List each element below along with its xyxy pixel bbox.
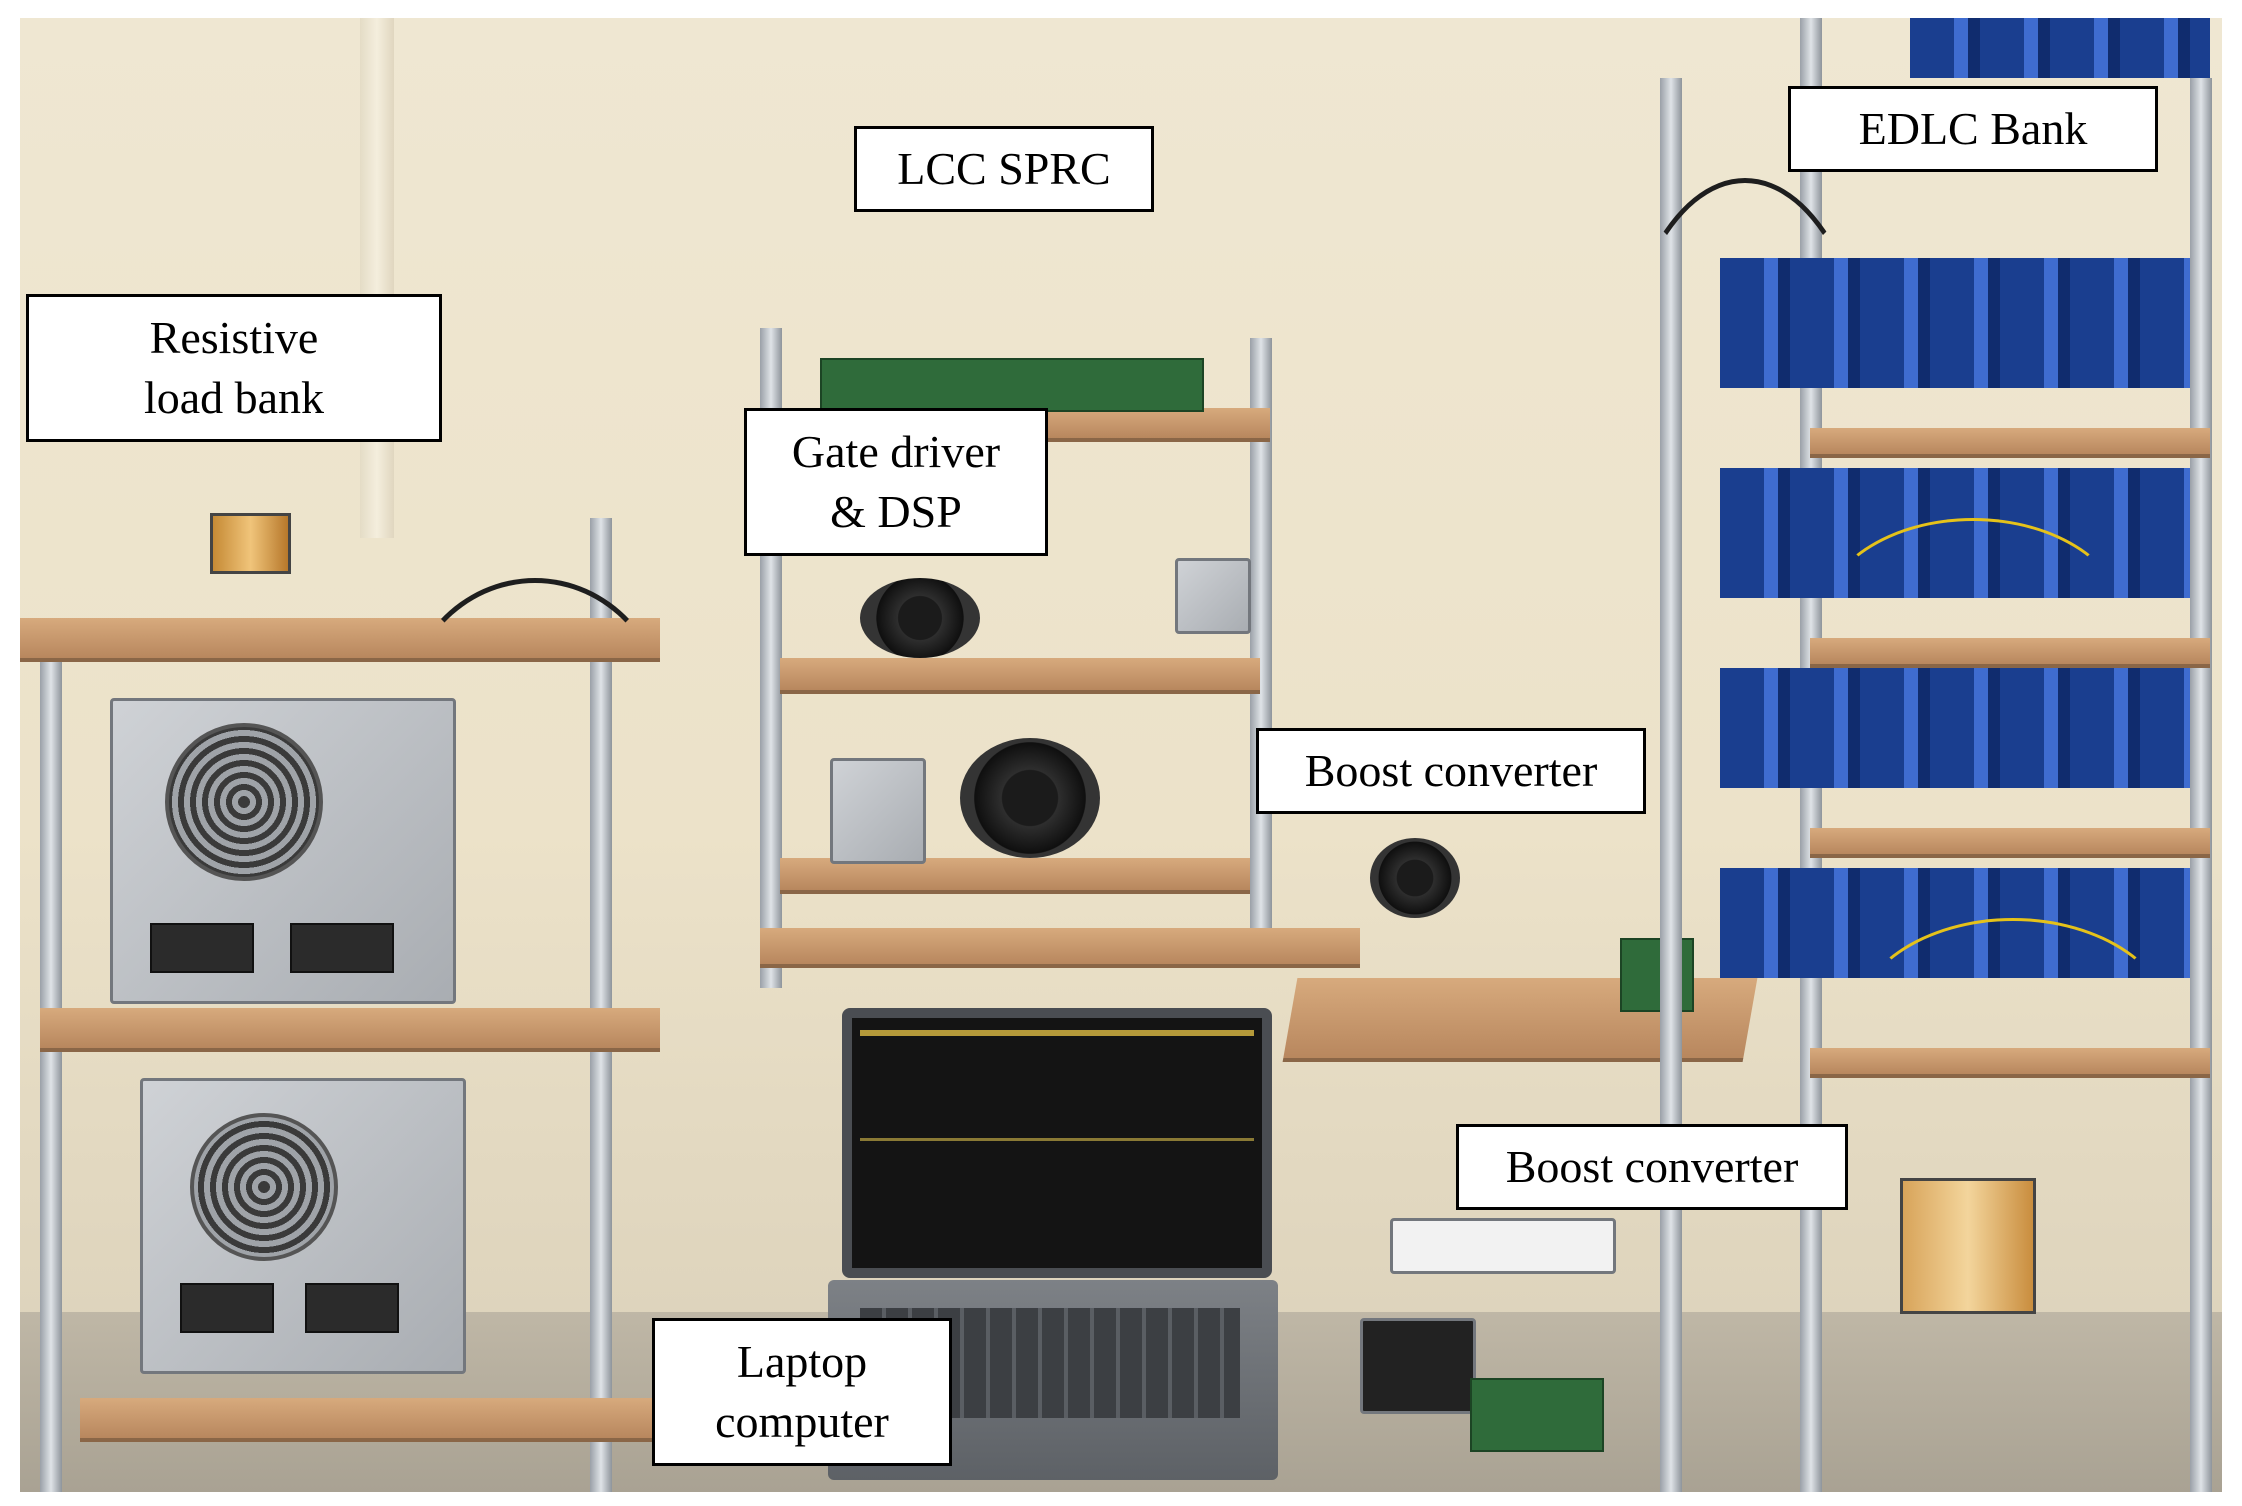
rack-post (40, 638, 62, 1492)
rack-post (2190, 78, 2212, 1492)
label-resistive-load-bank-line1: Resistive (149, 312, 319, 363)
label-laptop-computer: Laptop computer (652, 1318, 952, 1466)
inductor-core (860, 578, 980, 658)
label-edlc-bank-text: EDLC Bank (1858, 103, 2088, 154)
signal-wire (1850, 918, 2176, 1144)
cable (400, 578, 670, 868)
edlc-cells (1910, 18, 2210, 78)
terminal-block (150, 923, 254, 973)
label-lcc-sprc: LCC SPRC (854, 126, 1154, 212)
power-transformer (1900, 1178, 2036, 1314)
label-resistive-load-bank: Resistive load bank (26, 294, 442, 442)
label-boost-converter-upper: Boost converter (1256, 728, 1646, 814)
desk-board (760, 928, 1360, 968)
shelf-board (780, 658, 1260, 694)
shelf-board (80, 1398, 660, 1442)
small-transformer (210, 513, 291, 574)
inductor-core (960, 738, 1100, 858)
label-lcc-sprc-text: LCC SPRC (897, 143, 1111, 194)
fan-module (1175, 558, 1251, 634)
label-laptop-computer-line1: Laptop (736, 1336, 868, 1387)
capacitor-can (830, 758, 926, 864)
cooling-fan (190, 1113, 338, 1261)
control-board (820, 358, 1204, 412)
terminal-block (290, 923, 394, 973)
window-title-bar (860, 1030, 1254, 1036)
shelf-board (40, 1008, 660, 1052)
cooling-fan (165, 723, 323, 881)
label-laptop-computer-line2: computer (715, 1396, 889, 1447)
label-boost-converter-lower-text: Boost converter (1505, 1141, 1799, 1192)
terminal-block (180, 1283, 274, 1333)
shelf-board (1810, 828, 2210, 858)
label-gate-driver-dsp-line2: & DSP (830, 486, 962, 537)
label-boost-converter-upper-text: Boost converter (1304, 745, 1598, 796)
terminal-output-line (860, 1138, 1254, 1141)
label-resistive-load-bank-line2: load bank (143, 372, 325, 423)
lab-setup-photo: LCC SPRC Resistive load bank Gate driver… (20, 18, 2222, 1492)
label-gate-driver-dsp: Gate driver & DSP (744, 408, 1048, 556)
inductor-core (1370, 838, 1460, 918)
laptop-screen (842, 1008, 1272, 1278)
power-supply (1360, 1318, 1476, 1414)
terminal-block (305, 1283, 399, 1333)
boost-converter-board (1470, 1378, 1604, 1452)
label-edlc-bank: EDLC Bank (1788, 86, 2158, 172)
cable (1610, 178, 1880, 708)
label-boost-converter-lower: Boost converter (1456, 1124, 1848, 1210)
wall-trim (360, 18, 394, 538)
boost-converter-board (1620, 938, 1694, 1012)
power-strip (1390, 1218, 1616, 1274)
shelf-board (780, 858, 1250, 894)
label-gate-driver-dsp-line1: Gate driver (791, 426, 1001, 477)
signal-wire (1820, 518, 2126, 724)
